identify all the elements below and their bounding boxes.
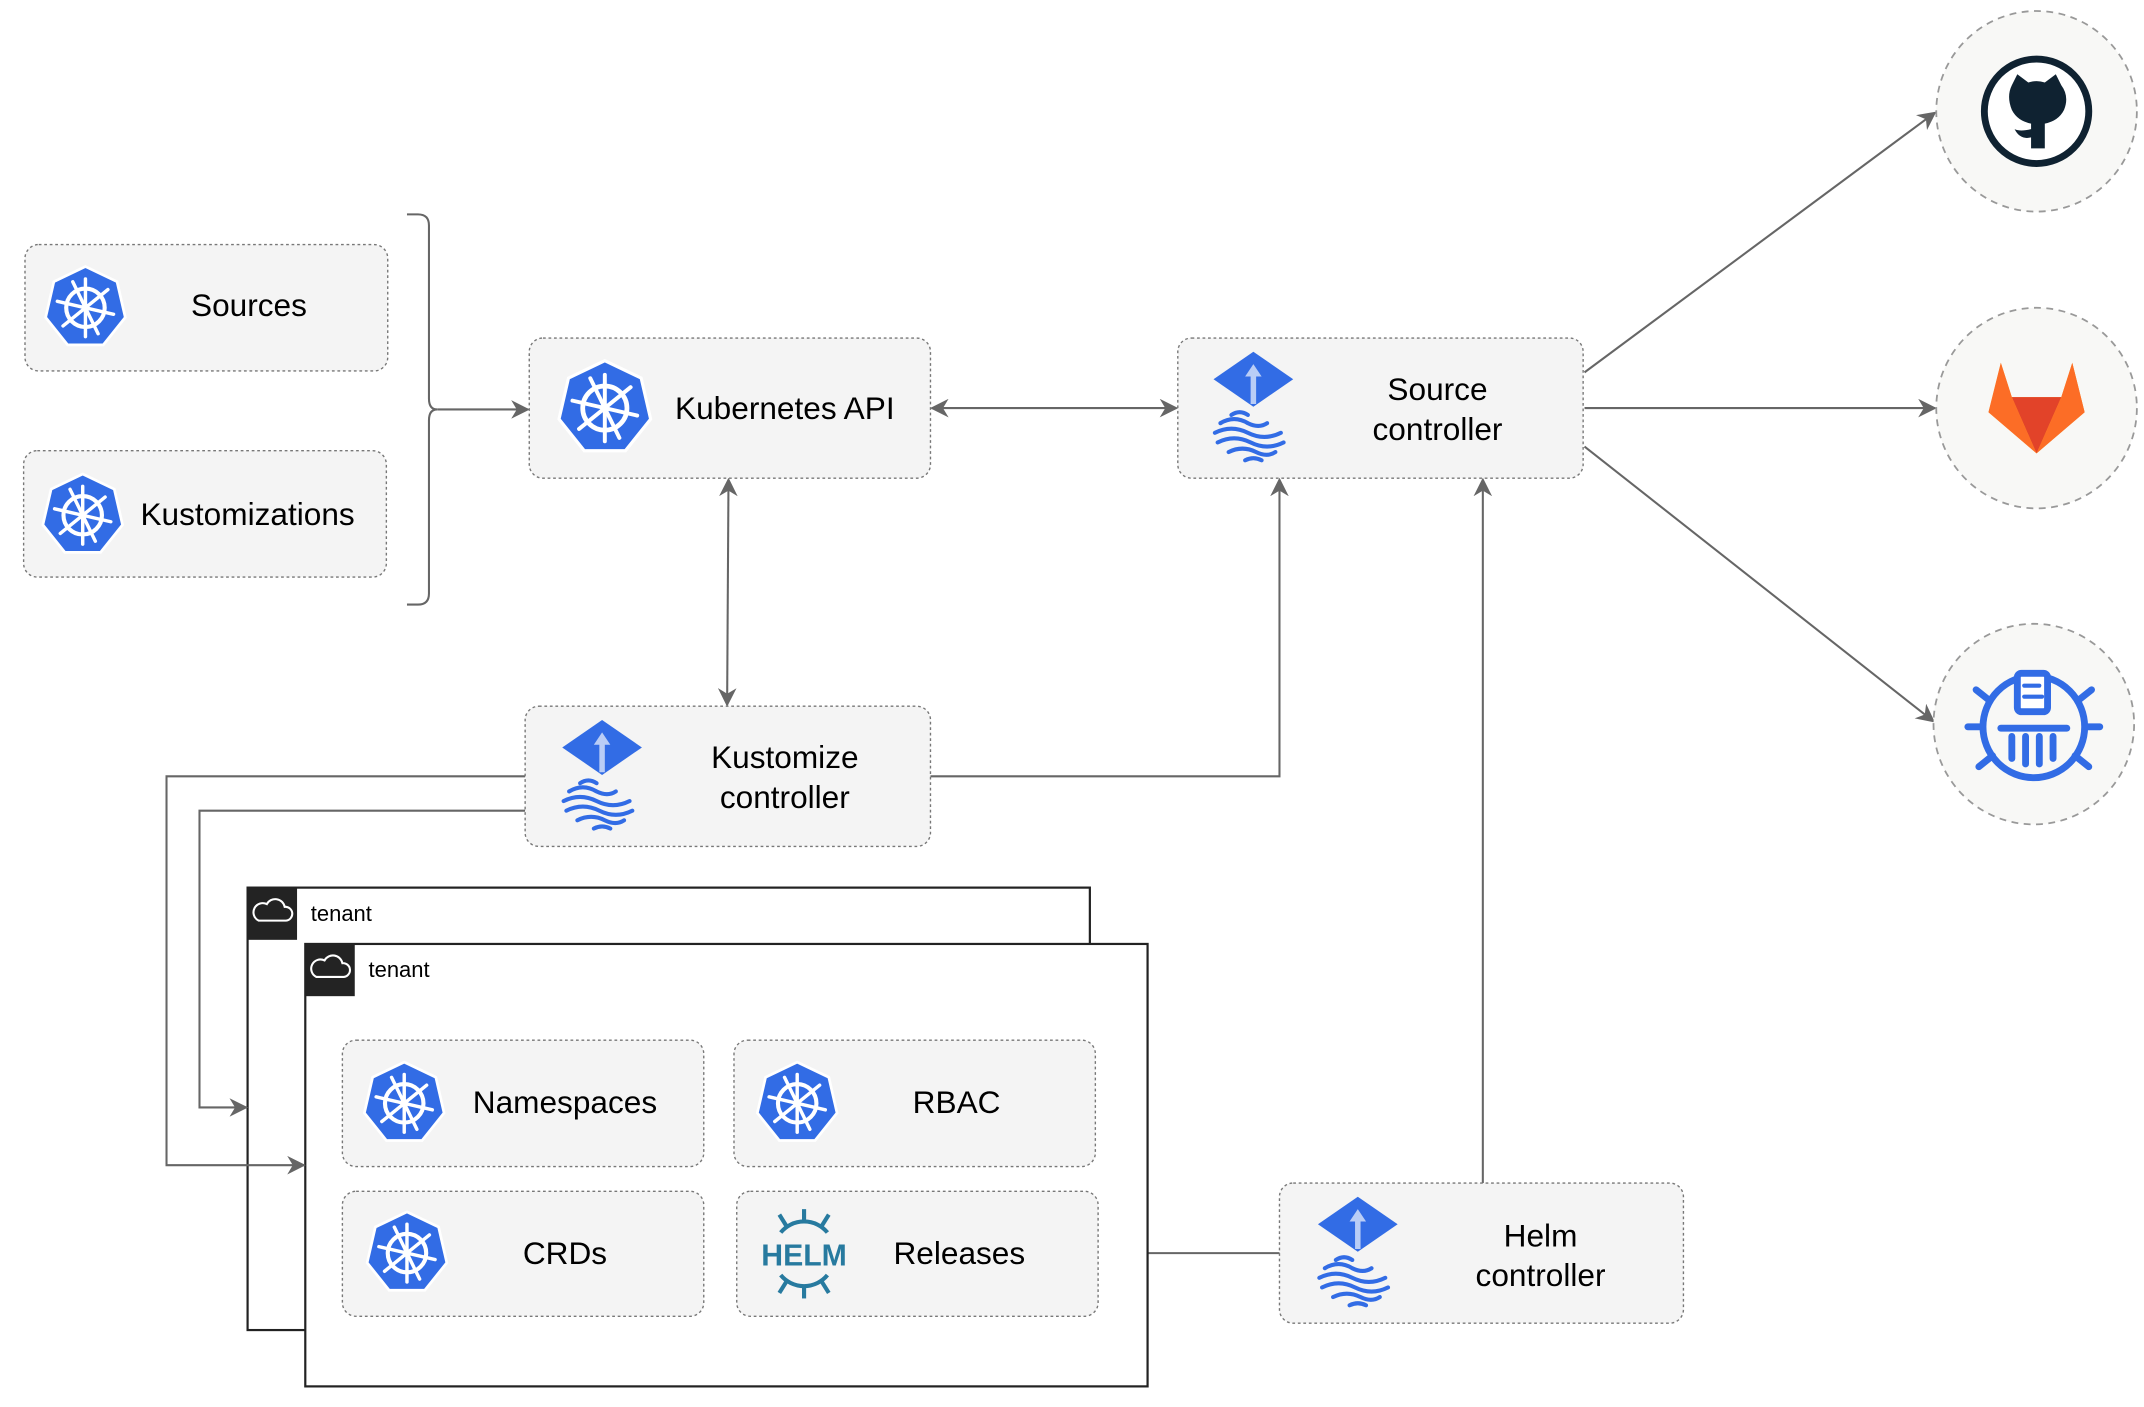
grouping-brace	[406, 213, 438, 606]
node-sources[interactable]: Sources	[24, 243, 389, 372]
helm-icon: HELM	[761, 1209, 847, 1299]
node-crds[interactable]: CRDs	[341, 1190, 705, 1318]
node-label: controller	[1476, 1257, 1606, 1293]
node-label: RBAC	[913, 1084, 1001, 1120]
svg-text:HELM: HELM	[761, 1239, 847, 1272]
node-label: controller	[720, 779, 850, 815]
node-namespaces[interactable]: Namespaces	[341, 1039, 705, 1168]
node-label: Sources	[191, 287, 307, 323]
node-label: Source	[1387, 371, 1487, 407]
tenant-label: tenant	[369, 957, 430, 982]
node-label: controller	[1373, 411, 1503, 447]
edge-kustomize-to-tenant-front	[165, 775, 526, 1175]
node-releases[interactable]: HELM Releases	[736, 1190, 1099, 1318]
tenant-label: tenant	[311, 901, 372, 926]
node-label: Releases	[893, 1235, 1025, 1271]
cloud-icon	[246, 886, 299, 941]
node-helm-controller[interactable]: Helm controller	[1278, 1182, 1685, 1324]
github-source[interactable]	[1935, 10, 2138, 213]
node-label: CRDs	[523, 1235, 607, 1271]
cloud-icon	[304, 942, 356, 998]
node-label: Namespaces	[473, 1084, 657, 1120]
node-kustomize-controller[interactable]: Kustomize controller	[524, 705, 932, 848]
node-kustomizations[interactable]: Kustomizations	[22, 449, 388, 578]
edge-api-kustomize-controller	[717, 477, 738, 707]
node-label: Kustomizations	[140, 496, 354, 532]
gitlab-icon	[1988, 362, 2085, 454]
edge-source-to-bucket	[1583, 445, 1935, 723]
gitlab-source[interactable]	[1935, 306, 2138, 510]
node-label: Kustomize	[711, 739, 858, 775]
bucket-icon	[1964, 669, 2104, 782]
edge-kustomize-to-tenant-back	[198, 809, 526, 1117]
edge-kustomize-to-source-controller	[930, 477, 1289, 778]
node-label: Kubernetes API	[675, 390, 895, 426]
bucket-source[interactable]	[1932, 622, 2136, 826]
node-kubernetes-api[interactable]: Kubernetes API	[528, 337, 932, 479]
edge-source-to-github	[1583, 111, 1937, 374]
node-source-controller[interactable]: Source controller	[1177, 337, 1584, 479]
github-icon	[1980, 55, 2093, 167]
node-label: Helm	[1504, 1217, 1578, 1253]
node-rbac[interactable]: RBAC	[733, 1039, 1097, 1168]
